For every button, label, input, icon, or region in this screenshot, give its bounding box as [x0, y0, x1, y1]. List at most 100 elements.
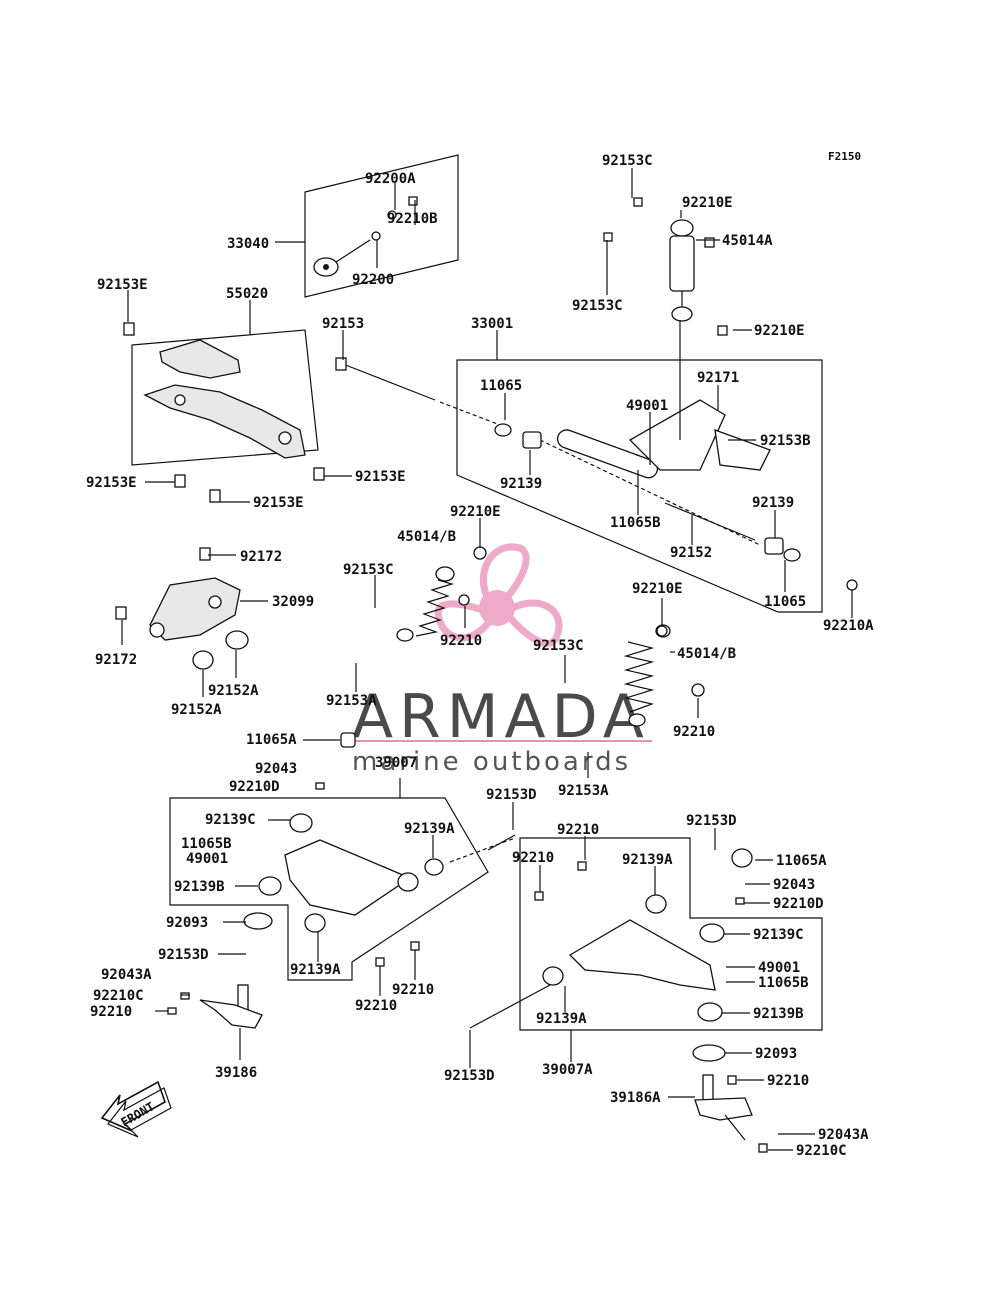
label-92139A: 92139A	[404, 821, 455, 837]
label-92153D: 92153D	[486, 787, 537, 803]
label-92152A: 92152A	[208, 683, 259, 699]
label-92153D: 92153D	[158, 947, 209, 963]
label-45014B: 45014/B	[397, 529, 456, 545]
label-92139A: 92139A	[622, 852, 673, 868]
label-92043A: 92043A	[818, 1127, 869, 1143]
label-92153E: 92153E	[86, 475, 137, 491]
label-92139B: 92139B	[174, 879, 225, 895]
label-92043: 92043	[255, 761, 297, 777]
label-11065A: 11065A	[776, 853, 827, 869]
label-45014A: 45014A	[722, 233, 773, 249]
label-92153D: 92153D	[444, 1068, 495, 1084]
watermark: ARMADA marine outboards	[352, 543, 652, 777]
label-92152A: 92152A	[171, 702, 222, 718]
label-92172: 92172	[240, 549, 282, 565]
label-92139A: 92139A	[290, 962, 341, 978]
label-92153A: 92153A	[558, 783, 609, 799]
label-92210B: 92210B	[387, 211, 438, 227]
label-92153E: 92153E	[97, 277, 148, 293]
label-92153E: 92153E	[355, 469, 406, 485]
label-33040: 33040	[227, 236, 269, 252]
frame-39007A	[519, 837, 823, 1031]
label-92210: 92210	[90, 1004, 132, 1020]
part-39007A-right-arm	[469, 848, 753, 1029]
label-92093: 92093	[166, 915, 208, 931]
part-labels: 33040 92200A 92210B 92200 92153E 55020 9…	[86, 153, 874, 1159]
label-92152: 92152	[670, 545, 712, 561]
part-55020-sketch	[143, 339, 306, 459]
label-92210D: 92210D	[229, 779, 280, 795]
label-11065: 11065	[480, 378, 522, 394]
part-39186-knuckle	[199, 984, 263, 1029]
label-92139: 92139	[752, 495, 794, 511]
label-11065B: 11065B	[758, 975, 809, 991]
label-92210: 92210	[767, 1073, 809, 1089]
frame-33001	[456, 359, 823, 613]
watermark-tagline: marine outboards	[352, 747, 631, 777]
label-92139: 92139	[500, 476, 542, 492]
label-92153E: 92153E	[253, 495, 304, 511]
label-92153: 92153	[322, 316, 364, 332]
label-32099: 32099	[272, 594, 314, 610]
leader-lines	[121, 168, 853, 1151]
part-45014B-left-shock	[396, 566, 455, 642]
label-55020: 55020	[226, 286, 268, 302]
label-92210D: 92210D	[773, 896, 824, 912]
label-92153D: 92153D	[686, 813, 737, 829]
label-92043A: 92043A	[101, 967, 152, 983]
label-92210E: 92210E	[450, 504, 501, 520]
label-92139C: 92139C	[205, 812, 256, 828]
label-92153C: 92153C	[572, 298, 623, 314]
part-33001-swingarm-sketch	[494, 399, 801, 562]
label-39186A: 39186A	[610, 1090, 661, 1106]
part-33040-sketch	[313, 196, 418, 277]
label-33001: 33001	[471, 316, 513, 332]
label-92139C: 92139C	[753, 927, 804, 943]
label-92139A: 92139A	[536, 1011, 587, 1027]
label-92153C: 92153C	[533, 638, 584, 654]
label-92210: 92210	[557, 822, 599, 838]
label-92153B: 92153B	[760, 433, 811, 449]
label-92153C: 92153C	[602, 153, 653, 169]
label-11065B: 11065B	[181, 836, 232, 852]
label-92200: 92200	[352, 272, 394, 288]
label-92210E: 92210E	[682, 195, 733, 211]
label-45014B: 45014/B	[677, 646, 736, 662]
label-49001: 49001	[626, 398, 668, 414]
label-92171: 92171	[697, 370, 739, 386]
frame-33040	[304, 154, 459, 298]
frame-39007	[169, 797, 489, 981]
label-92210C: 92210C	[93, 988, 144, 1004]
label-92210C: 92210C	[796, 1143, 847, 1159]
label-92139B: 92139B	[753, 1006, 804, 1022]
label-92043: 92043	[773, 877, 815, 893]
label-92153C: 92153C	[343, 562, 394, 578]
label-92210: 92210	[673, 724, 715, 740]
label-92153A: 92153A	[326, 693, 377, 709]
part-45014A-shock	[669, 219, 695, 440]
label-11065B: 11065B	[610, 515, 661, 531]
label-49001: 49001	[758, 960, 800, 976]
small-hardware	[115, 197, 858, 1153]
part-39186A-knuckle	[692, 1044, 753, 1141]
label-92210: 92210	[512, 850, 554, 866]
label-92210E: 92210E	[632, 581, 683, 597]
label-92210: 92210	[440, 633, 482, 649]
part-39007-left-arm	[243, 813, 516, 933]
front-arrow-icon: FRONT	[100, 1080, 172, 1138]
label-92210E: 92210E	[754, 323, 805, 339]
label-39007: 39007	[375, 755, 417, 771]
label-92210: 92210	[392, 982, 434, 998]
label-11065: 11065	[764, 594, 806, 610]
label-49001: 49001	[186, 851, 228, 867]
label-92200A: 92200A	[365, 171, 416, 187]
part-92153-bolt	[342, 363, 436, 401]
part-32099-sketch	[149, 577, 249, 670]
propeller-logo-icon	[434, 543, 563, 647]
label-39186: 39186	[215, 1065, 257, 1081]
label-11065A: 11065A	[246, 732, 297, 748]
frame-55020	[131, 329, 319, 466]
label-92210: 92210	[355, 998, 397, 1014]
